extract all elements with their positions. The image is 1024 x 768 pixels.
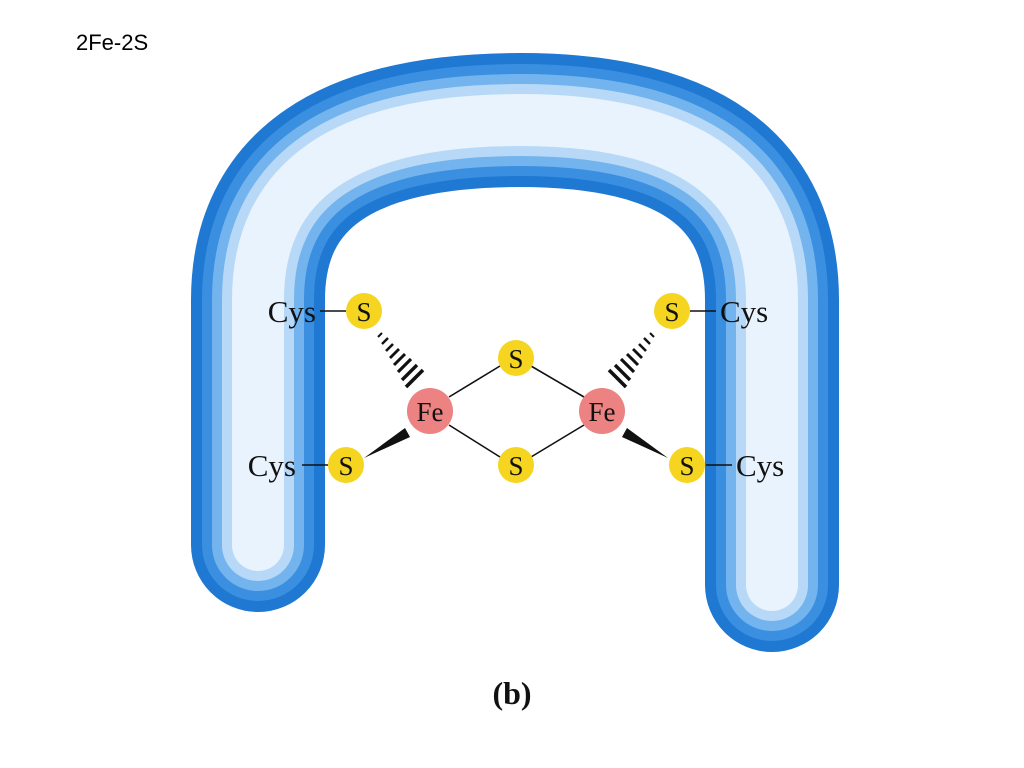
fe-s-bridge-bonds bbox=[448, 365, 585, 458]
sulfur-atom-bottom-left: S bbox=[328, 447, 364, 483]
svg-text:Fe: Fe bbox=[417, 397, 444, 427]
page-title: 2Fe-2S bbox=[76, 30, 149, 55]
sulfur-atom-bridge-bottom: S bbox=[498, 447, 534, 483]
sulfur-atom-top-right: S bbox=[654, 293, 690, 329]
sulfur-atom-top-left: S bbox=[346, 293, 382, 329]
iron-atom-left: Fe bbox=[407, 388, 453, 434]
hashed-wedge-bonds bbox=[377, 332, 655, 389]
cys-label-bottom-left: Cys bbox=[248, 448, 296, 483]
sulfur-atom-bridge-top: S bbox=[498, 340, 534, 376]
svg-text:S: S bbox=[508, 344, 523, 374]
svg-text:S: S bbox=[679, 451, 694, 481]
protein-backbone bbox=[191, 53, 839, 652]
iron-atom-right: Fe bbox=[579, 388, 625, 434]
svg-text:Fe: Fe bbox=[589, 397, 616, 427]
svg-text:S: S bbox=[338, 451, 353, 481]
cys-label-bottom-right: Cys bbox=[736, 448, 784, 483]
figure-caption: (b) bbox=[492, 675, 532, 711]
sulfur-atom-bottom-right: S bbox=[669, 447, 705, 483]
svg-text:S: S bbox=[356, 297, 371, 327]
cys-s-bonds bbox=[302, 310, 732, 466]
cys-label-top-left: Cys bbox=[268, 294, 316, 329]
cys-label-top-right: Cys bbox=[720, 294, 768, 329]
svg-text:S: S bbox=[508, 451, 523, 481]
solid-wedge-bonds bbox=[364, 428, 668, 458]
svg-text:S: S bbox=[664, 297, 679, 327]
